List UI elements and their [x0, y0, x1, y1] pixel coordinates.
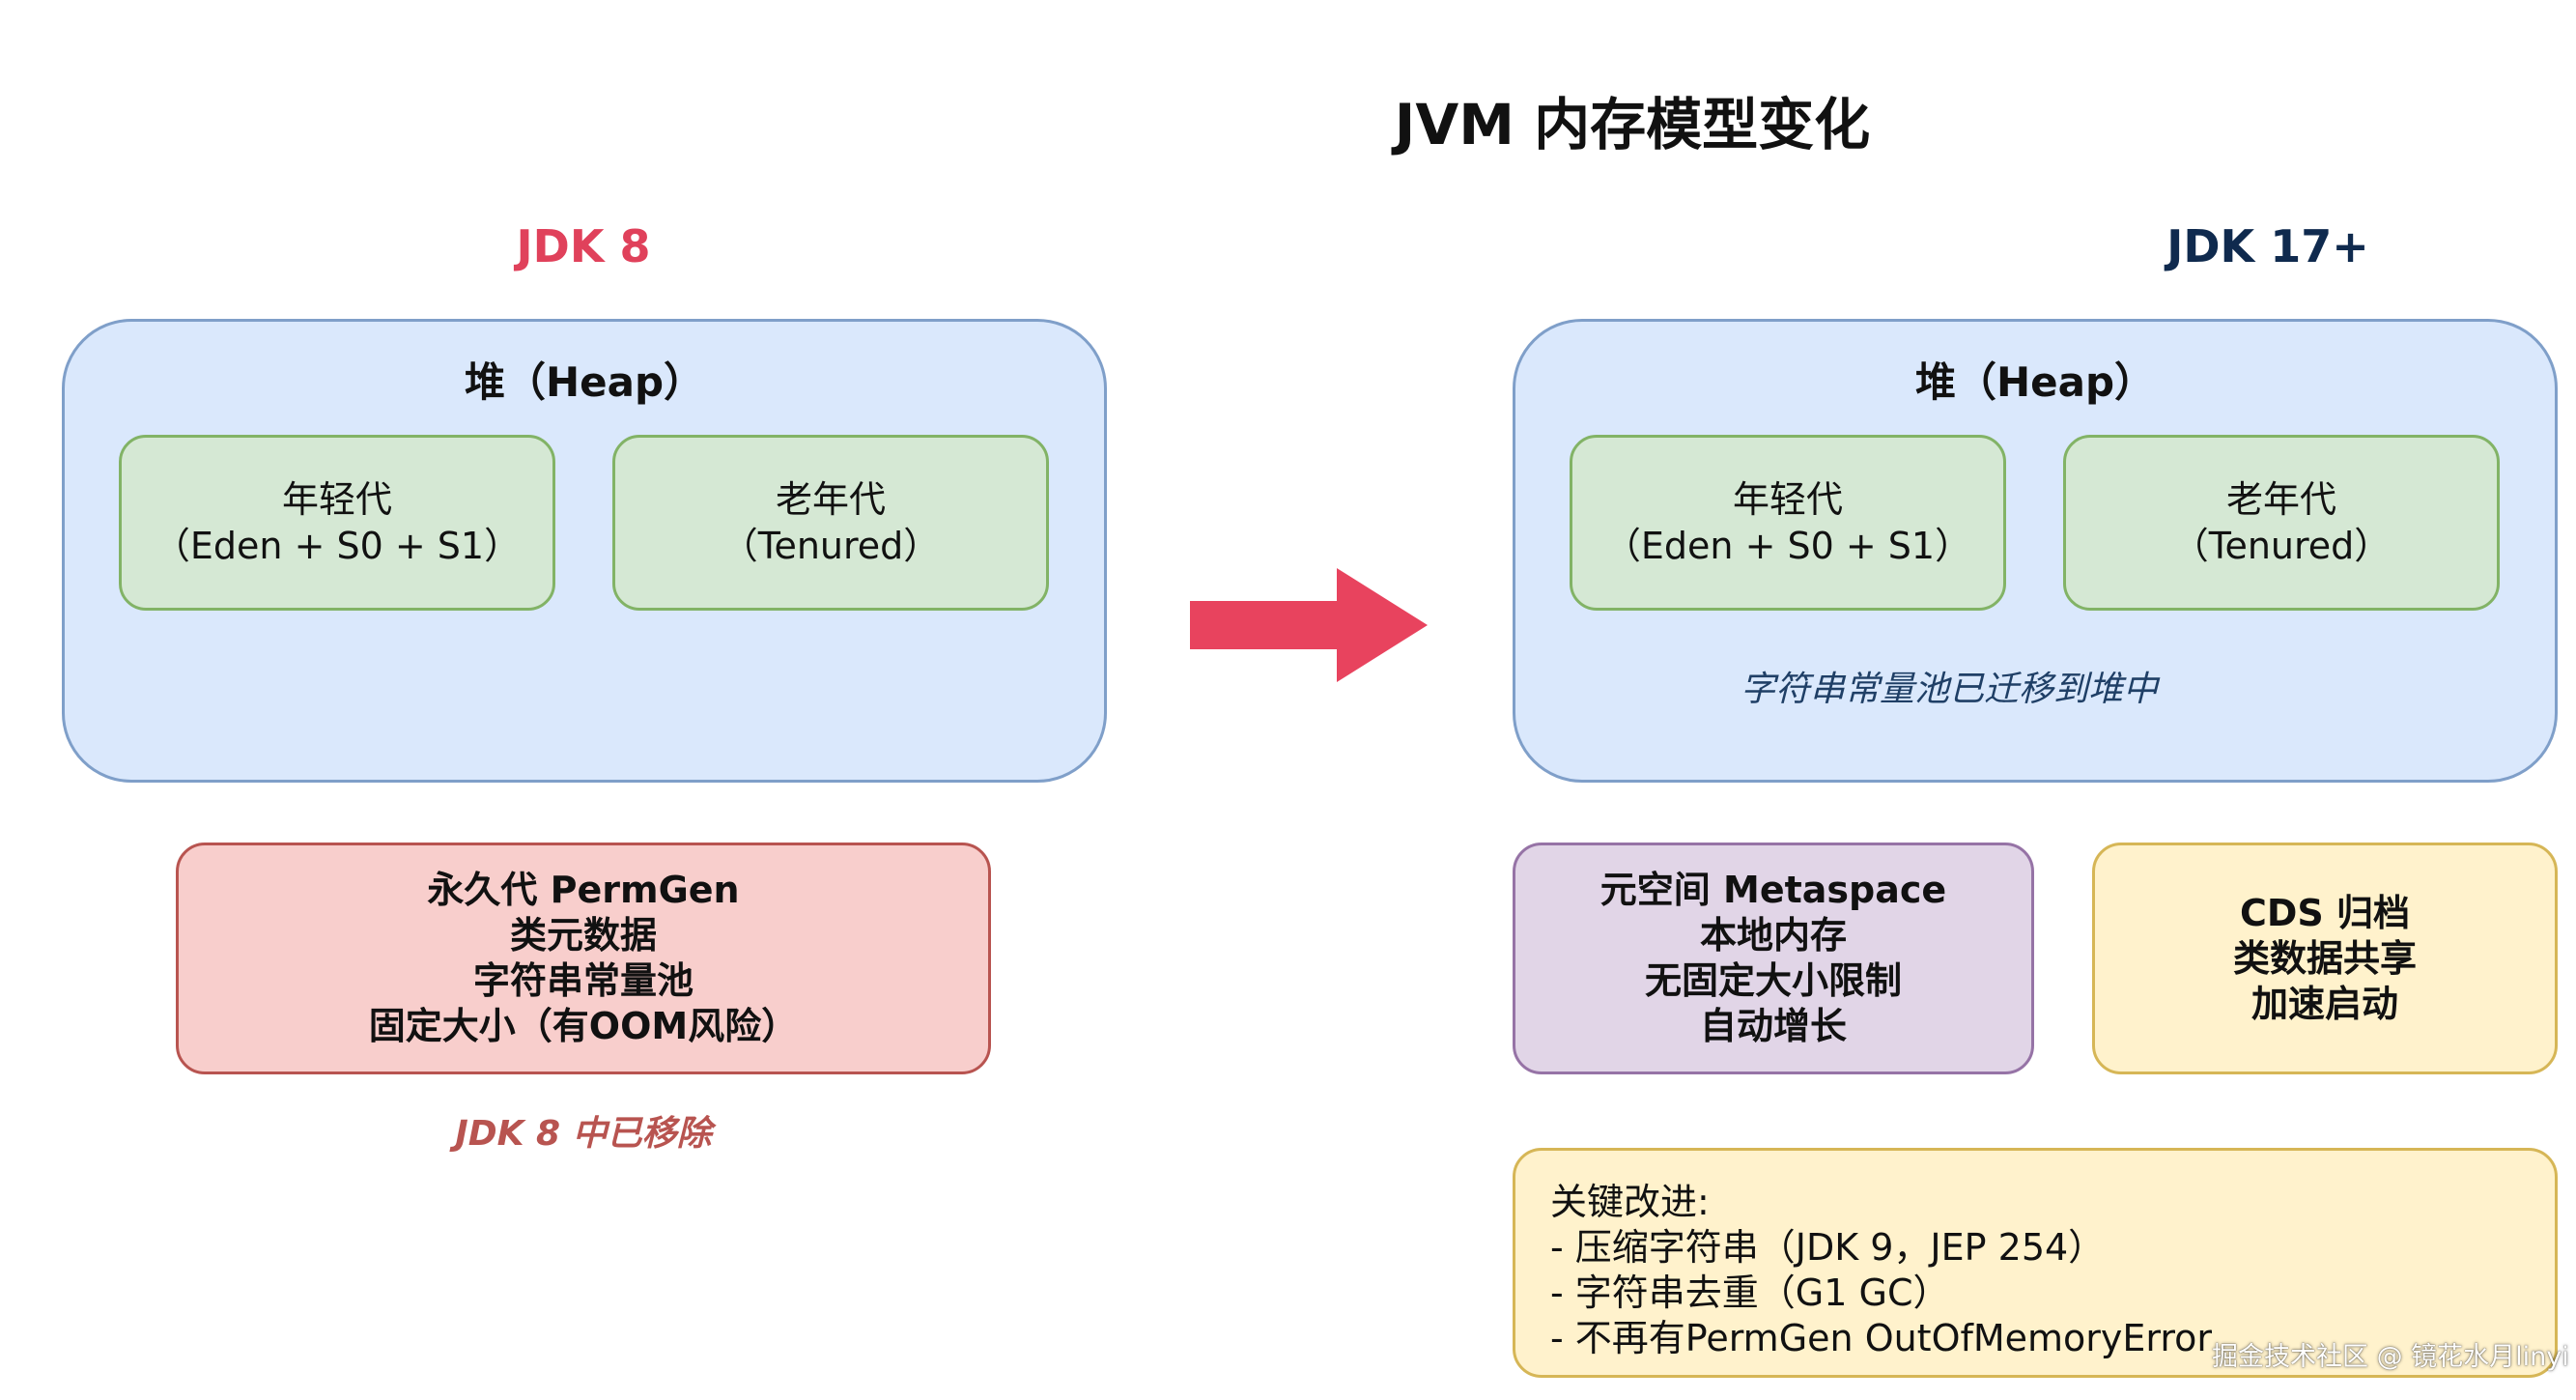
watermark: 掘金技术社区 @ 镜花水月linyi: [2212, 1342, 2569, 1372]
jdk17-old-gen-box: 老年代 （Tenured）: [2063, 435, 2500, 611]
metaspace-line: 元空间 Metaspace: [1599, 869, 1947, 911]
jdk17-young-gen-box: 年轻代 （Eden + S0 + S1）: [1570, 435, 2006, 611]
improvement-line: - 字符串去重（G1 GC）: [1550, 1271, 1950, 1314]
jdk8-old-gen-line1: 老年代: [775, 478, 886, 521]
jdk17-old-gen-line2: （Tenured）: [2171, 525, 2392, 567]
jdk8-old-gen-box: 老年代 （Tenured）: [612, 435, 1049, 611]
improvement-line: - 不再有PermGen OutOfMemoryError: [1550, 1317, 2213, 1359]
cds-line: CDS 归档: [2239, 891, 2411, 934]
metaspace-line: 无固定大小限制: [1644, 959, 1902, 1002]
jdk17-young-gen-line2: （Eden + S0 + S1）: [1603, 525, 1972, 567]
permgen-line: 固定大小（有OOM风险）: [368, 1005, 799, 1047]
jdk17-young-gen-line1: 年轻代: [1732, 478, 1843, 521]
metaspace-line: 本地内存: [1699, 914, 1847, 957]
permgen-line: 字符串常量池: [472, 959, 694, 1002]
cds-line: 类数据共享: [2232, 936, 2417, 980]
improvement-line: 关键改进:: [1550, 1181, 1710, 1223]
metaspace-line: 自动增长: [1699, 1005, 1847, 1047]
improvement-line: - 压缩字符串（JDK 9，JEP 254）: [1550, 1226, 2106, 1269]
page-title: JVM 内存模型变化: [1394, 92, 1871, 157]
jdk17-old-gen-line1: 老年代: [2225, 478, 2336, 521]
key-improvements-box: 关键改进: - 压缩字符串（JDK 9，JEP 254） - 字符串去重（G1 …: [1513, 1148, 2558, 1378]
metaspace-box: 元空间 Metaspace 本地内存 无固定大小限制 自动增长: [1513, 843, 2034, 1074]
transition-arrow-icon: [1190, 568, 1428, 682]
jdk17-heap-label: 堆（Heap）: [1914, 358, 2156, 406]
jdk8-title: JDK 8: [516, 220, 651, 272]
cds-archive-box: CDS 归档 类数据共享 加速启动: [2092, 843, 2558, 1074]
jdk17-title: JDK 17+: [2166, 220, 2369, 272]
jdk8-young-gen-line2: （Eden + S0 + S1）: [153, 525, 522, 567]
string-pool-moved-note: 字符串常量池已迁移到堆中: [1740, 670, 2158, 709]
permgen-removed-note: JDK 8 中已移除: [455, 1114, 712, 1154]
jdk8-young-gen-box: 年轻代 （Eden + S0 + S1）: [119, 435, 555, 611]
permgen-line: 类元数据: [509, 914, 657, 957]
jdk8-heap-label: 堆（Heap）: [464, 358, 705, 406]
permgen-box: 永久代 PermGen 类元数据 字符串常量池 固定大小（有OOM风险）: [176, 843, 991, 1074]
jdk8-young-gen-line1: 年轻代: [281, 478, 392, 521]
permgen-line: 永久代 PermGen: [427, 869, 740, 911]
cds-line: 加速启动: [2250, 982, 2398, 1025]
jdk8-old-gen-line2: （Tenured）: [721, 525, 941, 567]
